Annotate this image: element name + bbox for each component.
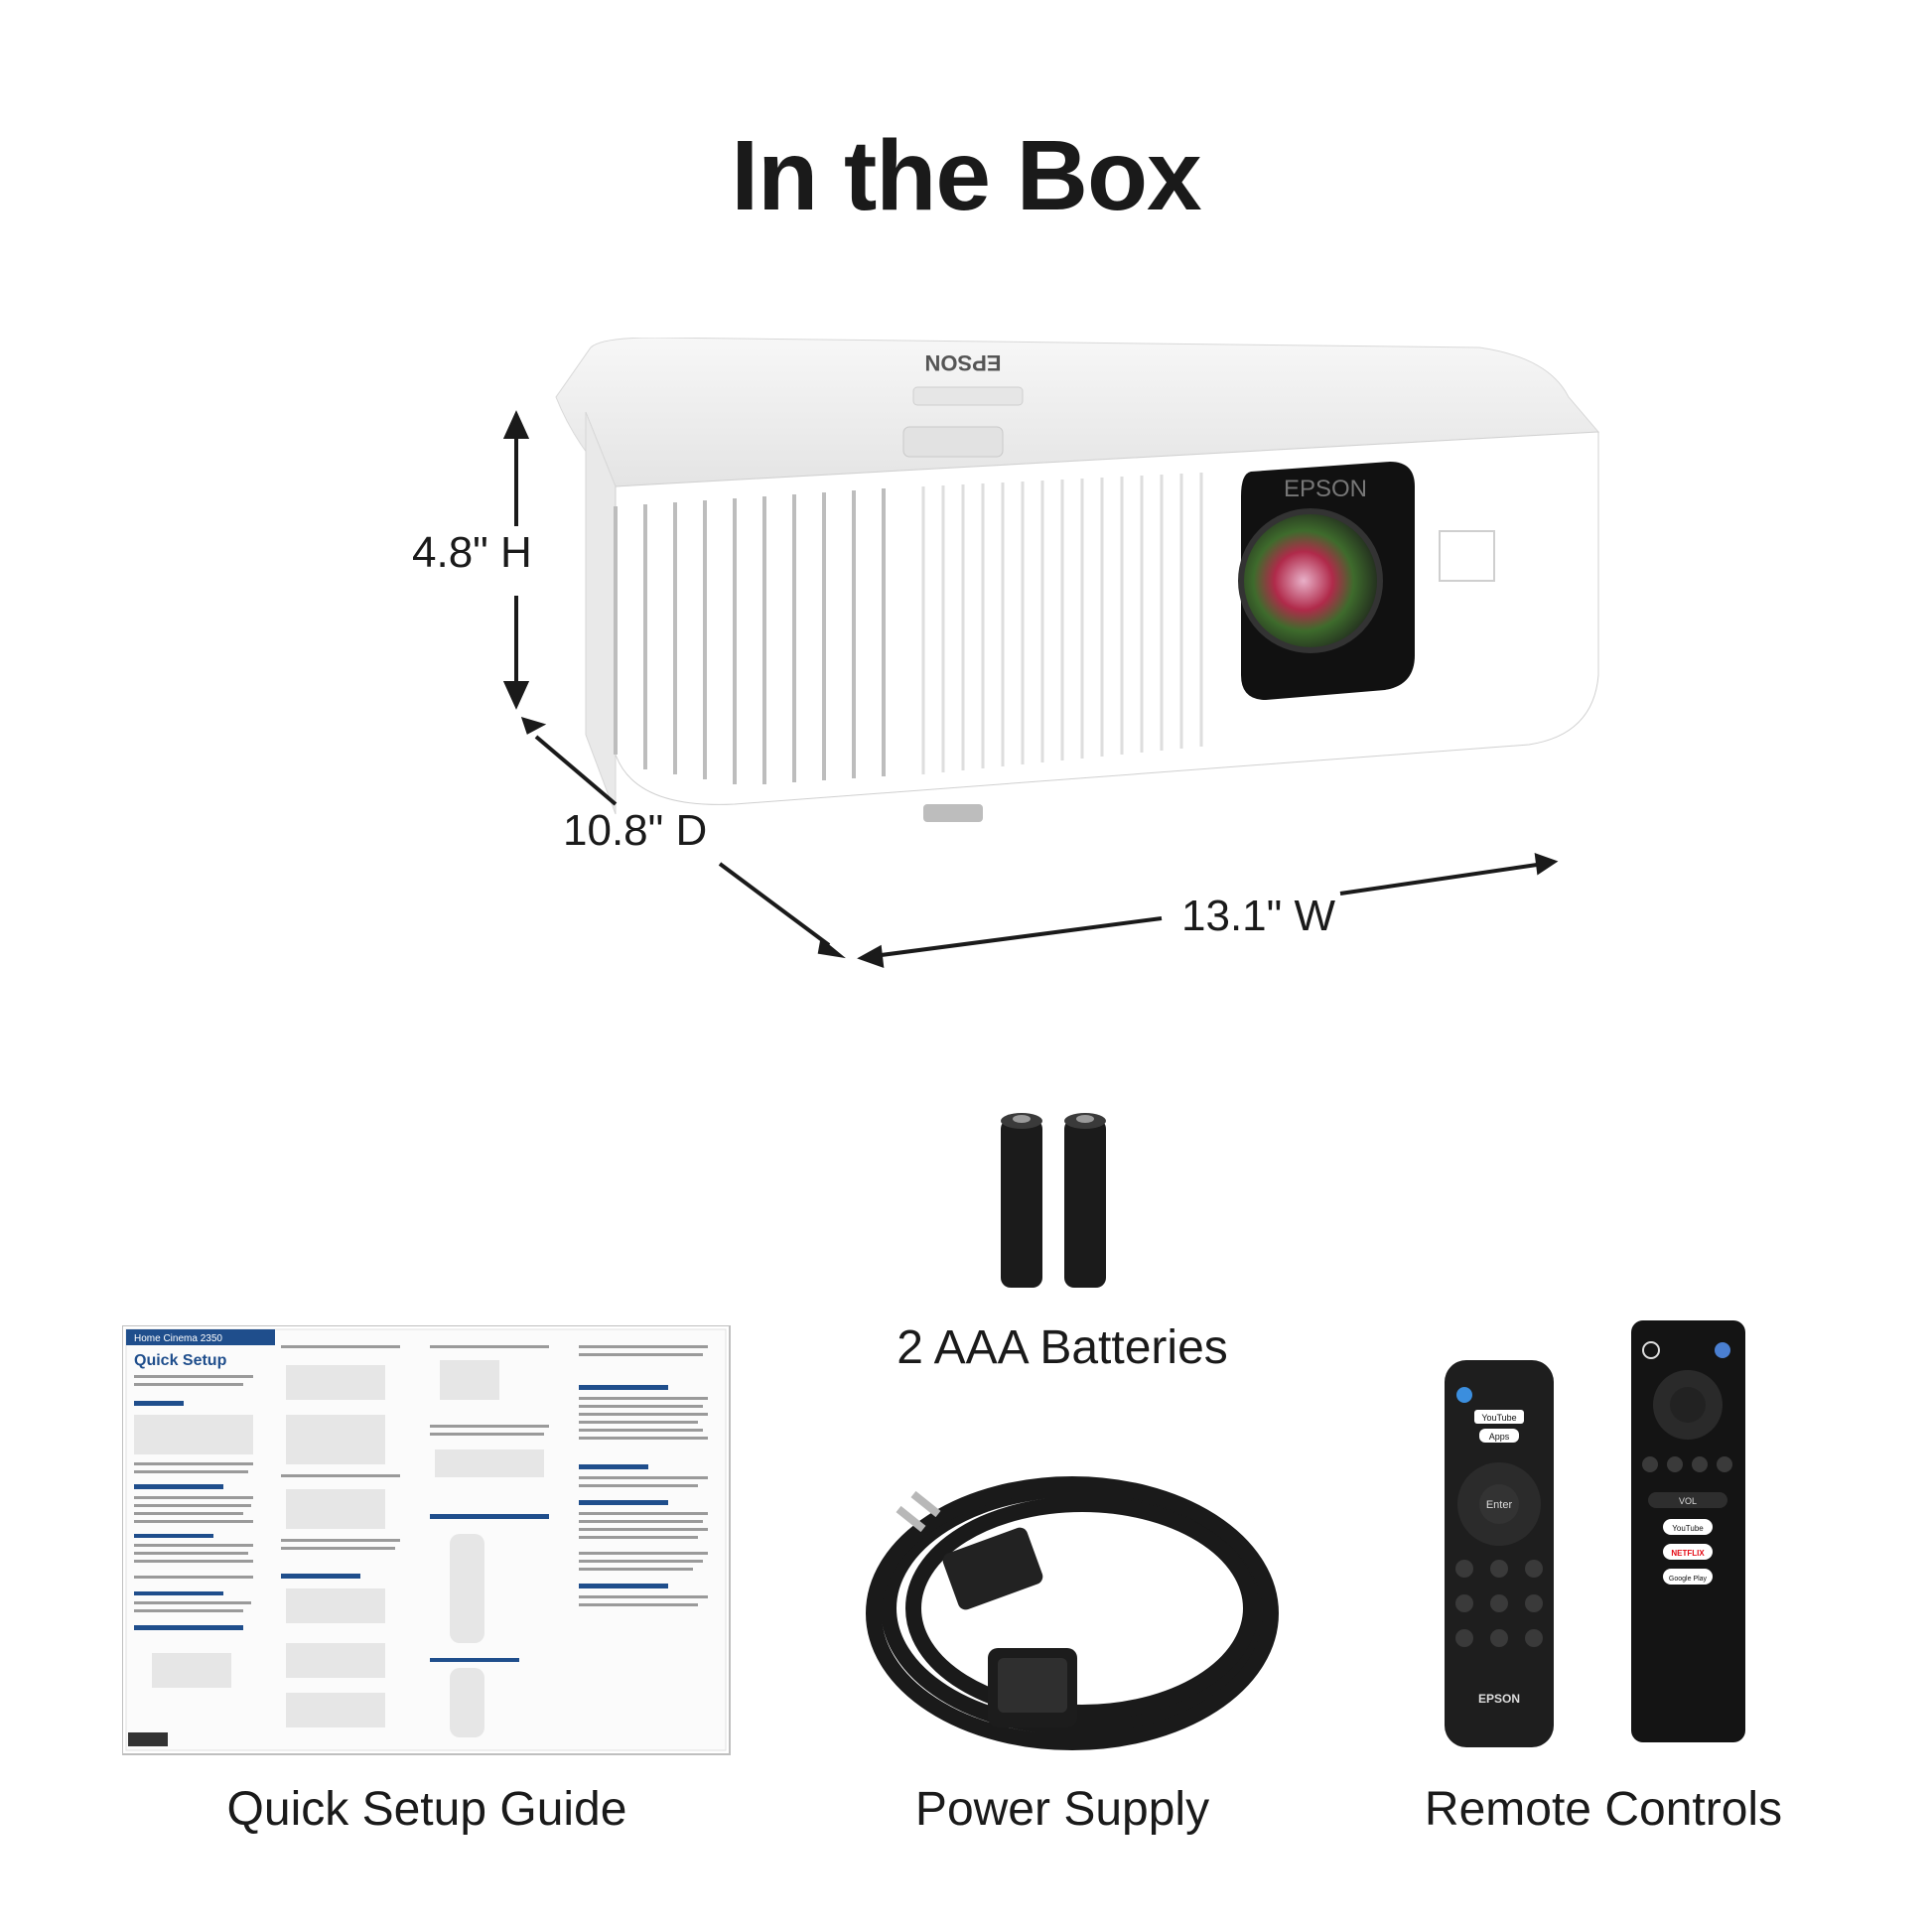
- dimension-lines: [502, 410, 1559, 968]
- remote-left: YouTube Apps Enter EPSON: [1445, 1360, 1554, 1747]
- remote-left-brand: EPSON: [1478, 1692, 1520, 1706]
- guide-model: Home Cinema 2350: [134, 1333, 222, 1344]
- remote-left-youtube: YouTube: [1481, 1413, 1516, 1423]
- quick-setup-guide-label: Quick Setup Guide: [226, 1783, 627, 1836]
- remote-right: VOL YouTube NETFLIX Google Play: [1631, 1320, 1745, 1742]
- remote-right-netflix: NETFLIX: [1671, 1549, 1705, 1558]
- quick-setup-guide-image: Home Cinema 2350 Quick Setup: [122, 1325, 731, 1755]
- width-dimension: 13.1" W: [1181, 892, 1336, 940]
- remote-left-enter: Enter: [1486, 1499, 1513, 1511]
- remote-controls-image: YouTube Apps Enter EPSON VOL YouTube NET…: [1445, 1320, 1745, 1747]
- battery-icon: [1001, 1113, 1042, 1288]
- remote-right-vol: VOL: [1679, 1496, 1697, 1506]
- battery-icon: [1064, 1113, 1106, 1288]
- remote-left-apps: Apps: [1489, 1432, 1510, 1442]
- remote-right-youtube: YouTube: [1672, 1524, 1704, 1533]
- power-supply-label: Power Supply: [914, 1783, 1210, 1836]
- remote-right-google-play: Google Play: [1669, 1576, 1708, 1583]
- remote-controls-label: Remote Controls: [1424, 1783, 1783, 1836]
- batteries-label: 2 AAA Batteries: [897, 1321, 1228, 1374]
- batteries-image: [1001, 1113, 1106, 1288]
- depth-dimension: 10.8" D: [563, 806, 708, 855]
- page-title: In the Box: [731, 120, 1201, 231]
- projector-top-brand: EPSON: [924, 350, 1001, 375]
- height-dimension: 4.8" H: [412, 528, 532, 577]
- projector-image: EPSON EPSON: [555, 338, 1600, 822]
- power-supply-image: [866, 1476, 1279, 1750]
- plug-prongs: [896, 1490, 941, 1533]
- guide-heading: Quick Setup: [134, 1352, 227, 1369]
- projector-lens-brand: EPSON: [1284, 476, 1367, 502]
